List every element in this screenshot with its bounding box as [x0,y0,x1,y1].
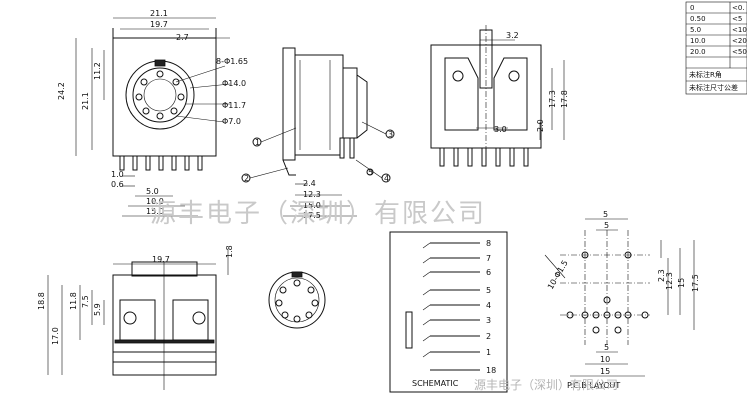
pcb-dim-bottom-b: 10 [600,355,610,364]
schematic-pin-4: 4 [486,301,491,310]
mount-hole-right [508,70,520,82]
dim-bottom-h-total: 18.8 [37,292,46,310]
pcb-dim-bottom-a: 5 [604,343,609,352]
pcb-label: P.C.B LAYOUT [567,381,620,390]
dim-dia-mid: Φ11.7 [222,101,246,110]
pcb-dim-top2: 5 [604,221,609,230]
callout-3: 3 [388,130,393,139]
schematic-pin-7: 7 [486,254,491,263]
schematic-pin-6: 6 [486,268,491,277]
dim-hole-dia: 8-Φ1.65 [216,57,248,66]
callout-4: 4 [384,174,389,183]
pcb-dim-bottom-c: 15 [600,367,610,376]
watermark-main: 源丰电子（深圳）有限公司 [150,199,486,229]
mount-hole-left [452,70,464,82]
bottom-housing [112,274,217,376]
rear-legs [439,147,529,167]
dim-offset-top: 2.7 [176,33,189,42]
dim-rear-slot: 3.0 [494,125,507,134]
dim-rear-h2: 17.8 [560,90,569,108]
dim-dia-outer: Φ14.0 [222,79,246,88]
spec-row-2-b: <20 [732,37,747,45]
schematic: 8 7 6 5 4 3 2 1 18 SCHEMATIC [389,231,508,393]
dim-pin-gap-b: 0.6 [111,180,124,189]
spec-row-1-a: 5.0 [690,26,701,34]
schematic-shield [405,311,413,349]
dim-pitch-c: 15.0 [146,207,164,216]
dim-pin-gap-a: 1.0 [111,170,124,179]
dim-rear-h1: 17.3 [548,90,557,108]
schematic-pin-5: 5 [486,286,491,295]
spec-row-0-b: <5 [732,15,742,23]
front-housing [112,37,217,157]
spec-header-0: 0 [690,4,694,12]
pcb-holes [566,251,649,334]
bottom-front-view: 19.7 1.8 18.8 17.0 11.8 7.5 5.9 [37,245,234,390]
spec-row-3-a: 20.0 [690,48,706,56]
socket-inner-ring [143,78,177,112]
dim-side-d2: 12.3 [303,190,321,199]
spec-note-2: 未标注尺寸公差 [689,83,738,92]
spec-row-1-b: <10 [732,26,747,34]
pcb-layout: 5 5 2.3 12.3 15 17.5 10-Φ1.5 5 10 15 P.C… [544,210,700,390]
dim-bottom-a: 11.8 [69,292,78,310]
rear-view: 3.2 17.3 17.8 2.0 3.0 [430,25,569,167]
dim-width-inner: 19.7 [150,20,168,29]
dim-rear-top: 3.2 [506,31,519,40]
dim-offset-side: 11.2 [93,62,102,80]
callout-5: 5 [368,168,373,177]
dim-bottom-b: 7.5 [81,295,90,308]
schematic-label: SCHEMATIC [412,379,459,388]
schematic-pin-8: 8 [486,239,491,248]
dim-bottom-width: 19.7 [152,255,170,264]
side-view: 1 2 3 4 5 2.4 12.3 15.0 17.5 [241,47,395,220]
socket-face-view [268,271,326,329]
socket-pins [135,70,185,120]
spec-note-1: 未标注R角 [689,70,722,79]
dim-side-d4: 17.5 [303,211,321,220]
spec-row-3-b: <50 [732,48,747,56]
spec-table: 0 <0. 0.50 <5 5.0 <10 10.0 <20 20.0 <50 … [685,1,747,95]
pcb-dim-right-b: 12.3 [665,272,674,290]
spec-header-1: <0. [732,4,745,12]
schematic-pin-3: 3 [486,316,491,325]
dim-width-total: 21.1 [150,9,168,18]
dim-rear-h3: 2.0 [536,119,545,132]
dim-bottom-h-body: 17.0 [51,327,60,345]
pcb-dim-right-c: 15 [677,278,686,288]
pcb-dim-right-a: 2.3 [657,269,666,282]
pcb-dim-top: 5 [603,210,608,219]
watermark-footer: 源丰电子（深圳）有限公司 [474,378,618,392]
dim-side-d1: 2.4 [303,179,316,188]
front-view: 21.1 19.7 2.7 24.2 21.1 11.2 8-Φ1.65 [57,9,248,217]
dim-side-d3: 15.0 [303,201,321,210]
socket-mid-ring [132,67,188,123]
callout-2: 2 [244,174,249,183]
front-legs [119,155,203,171]
side-body [294,54,344,156]
callout-1: 1 [255,138,260,147]
dim-dia-inner: Φ7.0 [222,117,241,126]
dim-pitch-b: 10.0 [146,197,164,206]
dim-height-total: 24.2 [57,82,66,100]
dim-pitch-a: 5.0 [146,187,159,196]
pcb-dim-left: 10-Φ1.5 [546,259,570,291]
spec-row-2-a: 10.0 [690,37,706,45]
schematic-frame [389,231,508,393]
key-notch [154,59,166,67]
pcb-dim-right-d: 17.5 [691,274,700,292]
schematic-pin-2: 2 [486,332,491,341]
schematic-pin-1: 1 [486,348,491,357]
dim-bottom-c: 5.9 [93,303,102,316]
spec-row-0-a: 0.50 [690,15,706,23]
dim-height-body: 21.1 [81,92,90,110]
schematic-pin-18: 18 [486,366,496,375]
side-flange [282,47,296,161]
dim-bottom-right: 1.8 [225,245,234,258]
